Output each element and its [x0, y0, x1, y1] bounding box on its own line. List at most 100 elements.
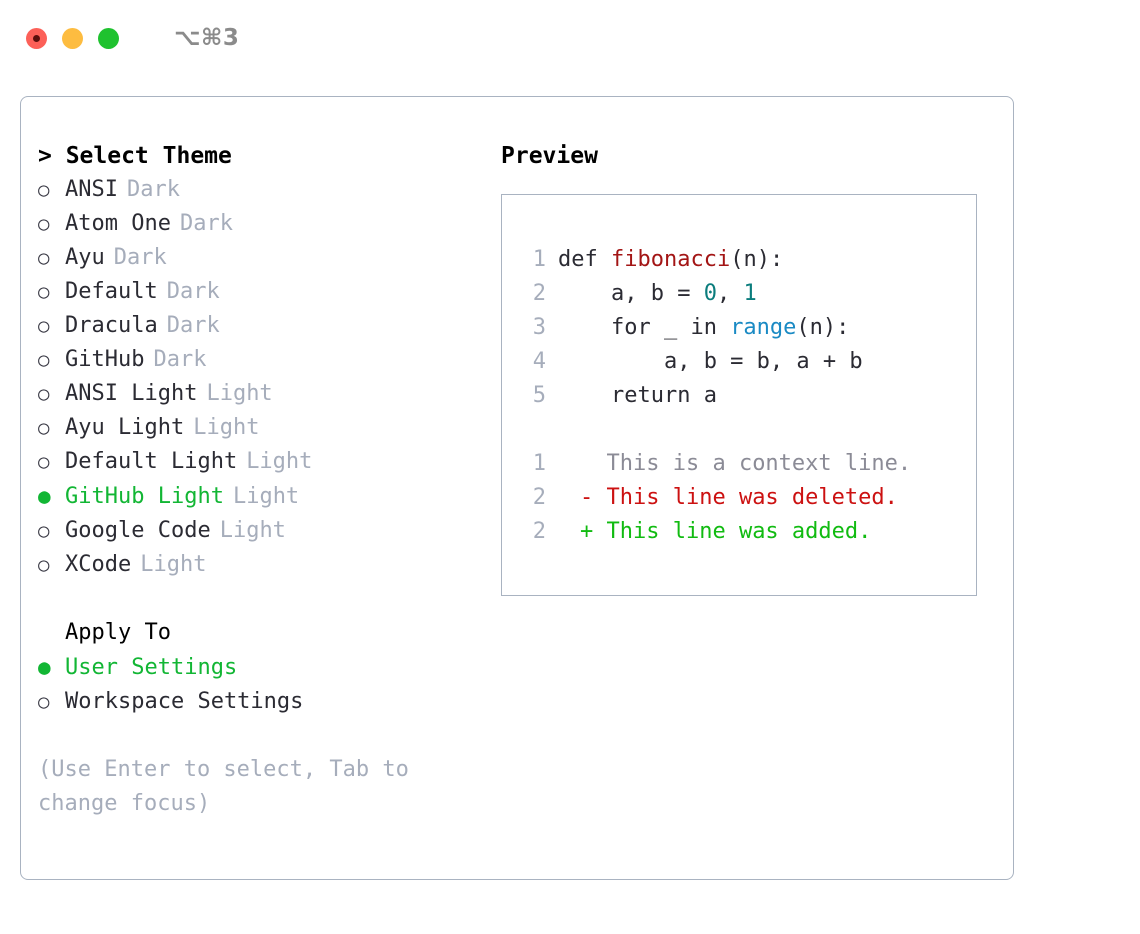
line-number: 5 — [532, 383, 546, 408]
diff-line: 2+ This line was added. — [520, 515, 976, 549]
close-button[interactable] — [26, 27, 47, 49]
theme-option-github[interactable]: ○ GitHub Dark — [38, 343, 478, 377]
apply-to-option-label: User Settings — [65, 655, 238, 680]
keyboard-hint-text: (Use Enter to select, Tab to change focu… — [38, 757, 409, 816]
theme-option-variant-tag: Dark — [179, 211, 233, 236]
code-token-plain: return a — [558, 383, 717, 408]
theme-option-variant-tag: Dark — [153, 347, 207, 372]
radio-unselected-icon: ○ — [38, 451, 50, 473]
code-line-content: def fibonacci(n): — [558, 243, 783, 277]
code-line: 5 return a — [520, 379, 976, 413]
code-line: 1 def fibonacci(n): — [520, 243, 976, 277]
radio-unselected-icon: ○ — [38, 554, 50, 576]
code-token-plain: , — [716, 281, 744, 306]
diff-sample: 1 This is a context line.2- This line wa… — [520, 447, 976, 549]
apply-to-option-user-settings[interactable]: ● User Settings — [38, 650, 478, 685]
theme-option-label: GitHub Light — [65, 484, 224, 509]
theme-option-variant-tag: Dark — [113, 245, 167, 270]
radio-unselected-icon: ○ — [38, 349, 50, 371]
theme-option-label: Default Light — [65, 449, 238, 474]
diff-marker — [558, 447, 593, 481]
apply-to-option-workspace-settings[interactable]: ○Workspace Settings — [38, 685, 478, 719]
diff-line-text: This is a context line. — [593, 451, 912, 476]
code-line: 3 for _ in range(n): — [520, 311, 976, 345]
code-token-plain: a, b = — [558, 281, 704, 306]
theme-option-github-light[interactable]: ● GitHub Light Light — [38, 479, 478, 514]
radio-unselected-icon: ○ — [38, 315, 50, 337]
code-token-call: range — [730, 315, 797, 340]
title-bar: ⌥⌘3 — [0, 0, 1140, 76]
theme-option-variant-tag: Dark — [166, 313, 220, 338]
theme-option-label: Google Code — [65, 518, 211, 543]
diff-line: 2- This line was deleted. — [520, 481, 976, 515]
theme-option-label: ANSI Light — [65, 381, 198, 406]
radio-unselected-icon: ○ — [38, 281, 50, 303]
radio-unselected-icon: ○ — [38, 247, 50, 269]
theme-option-variant-tag: Light — [140, 552, 207, 577]
theme-option-variant-tag: Dark — [166, 279, 220, 304]
diff-marker: - — [580, 485, 594, 510]
radio-unselected-icon: ○ — [38, 417, 50, 439]
theme-option-default[interactable]: ○ Default Dark — [38, 275, 478, 309]
preview-title: Preview — [501, 143, 598, 169]
diff-line-text: This line was added. — [593, 519, 872, 544]
apply-to-header: Apply To — [65, 620, 171, 645]
theme-option-variant-tag: Light — [246, 449, 313, 474]
code-line-content: a, b = b, a + b — [558, 345, 863, 379]
select-theme-header: > Select Theme — [38, 143, 232, 169]
line-number: 1 — [532, 247, 546, 272]
code-line-content: return a — [558, 379, 717, 413]
theme-option-label: Default — [65, 279, 158, 304]
apply-to-list[interactable]: ● User Settings ○Workspace Settings — [38, 650, 478, 719]
theme-option-default-light[interactable]: ○ Default Light Light — [38, 445, 478, 479]
theme-option-google-code[interactable]: ○ Google Code Light — [38, 514, 478, 548]
window-title-shortcut: ⌥⌘3 — [174, 25, 240, 51]
code-token-plain: def — [558, 247, 611, 272]
radio-unselected-icon: ○ — [38, 213, 50, 235]
diff-marker: + — [580, 519, 594, 544]
line-number: 4 — [532, 349, 546, 374]
code-token-plain: (n): — [796, 315, 850, 340]
theme-option-dracula[interactable]: ○ Dracula Dark — [38, 309, 478, 343]
code-line-content: a, b = 0, 1 — [558, 277, 757, 311]
radio-selected-icon: ● — [38, 484, 51, 508]
theme-option-ayu[interactable]: ○ Ayu Dark — [38, 241, 478, 275]
diff-line-text: This line was deleted. — [593, 485, 898, 510]
code-line: 4 a, b = b, a + b — [520, 345, 976, 379]
theme-option-label: Ayu — [65, 245, 105, 270]
theme-option-xcode[interactable]: ○ XCode Light — [38, 548, 478, 582]
code-line: 2 a, b = 0, 1 — [520, 277, 976, 311]
code-token-plain: a, b = b, a + b — [558, 349, 863, 374]
diff-line: 1 This is a context line. — [520, 447, 976, 481]
hint-spacer — [38, 719, 478, 753]
theme-option-ansi-light[interactable]: ○ ANSI Light Light — [38, 377, 478, 411]
minimize-button[interactable] — [62, 27, 83, 49]
theme-option-variant-tag: Light — [232, 484, 300, 509]
apply-to-option-label: Workspace Settings — [65, 689, 304, 714]
code-line-content: for _ in range(n): — [558, 311, 849, 345]
theme-option-label: GitHub — [65, 347, 145, 372]
theme-option-label: Atom One — [65, 211, 171, 236]
theme-option-atom-one[interactable]: ○ Atom One Dark — [38, 207, 478, 241]
maximize-button[interactable] — [98, 27, 119, 49]
line-number: 3 — [532, 315, 546, 340]
radio-selected-icon: ● — [38, 655, 51, 679]
code-token-num: 1 — [743, 281, 757, 306]
theme-option-label: XCode — [65, 552, 132, 577]
theme-option-variant-tag: Light — [219, 518, 286, 543]
radio-unselected-icon: ○ — [38, 383, 50, 405]
theme-option-variant-tag: Light — [193, 415, 260, 440]
theme-option-variant-tag: Light — [206, 381, 273, 406]
radio-unselected-icon: ○ — [38, 520, 50, 542]
list-spacer — [38, 582, 478, 616]
theme-option-label: Dracula — [65, 313, 158, 338]
